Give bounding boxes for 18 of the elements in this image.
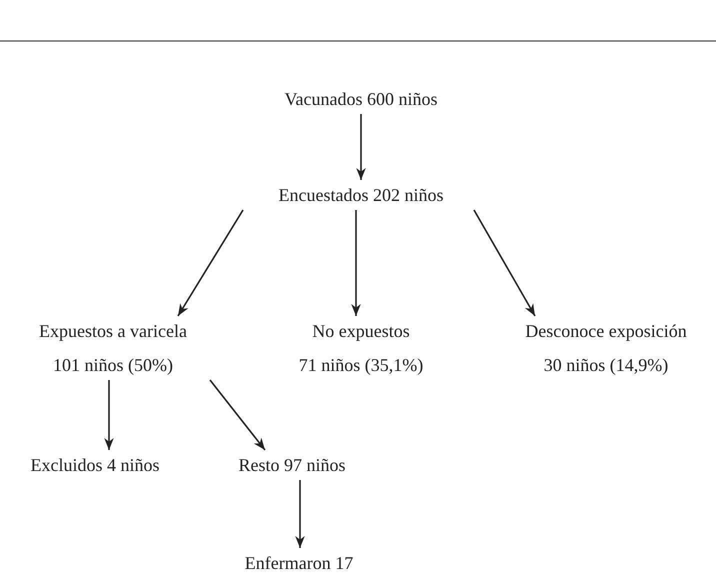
arrow — [351, 210, 361, 316]
node-text: Enfermaron 17 — [244, 552, 354, 574]
node-text: No expuestos — [311, 320, 411, 342]
node-text: 30 niños (14,9%) — [542, 354, 670, 376]
arrow — [473, 210, 536, 316]
node-text: Desconoce exposición — [525, 320, 687, 342]
arrow — [356, 114, 366, 180]
arrow — [177, 210, 244, 316]
node-text: 101 niños (50%) — [52, 354, 174, 376]
arrow — [209, 380, 266, 450]
arrow — [104, 380, 114, 450]
node-text: Expuestos a varicela — [39, 320, 187, 342]
node-text: Resto 97 niños — [238, 454, 346, 476]
node-text: Vacunados 600 niños — [284, 88, 438, 110]
node-text: Encuestados 202 niños — [278, 184, 444, 206]
node-text: 71 niños (35,1%) — [298, 354, 424, 376]
node-text: Excluidos 4 niños — [30, 454, 160, 476]
arrow — [295, 480, 305, 548]
